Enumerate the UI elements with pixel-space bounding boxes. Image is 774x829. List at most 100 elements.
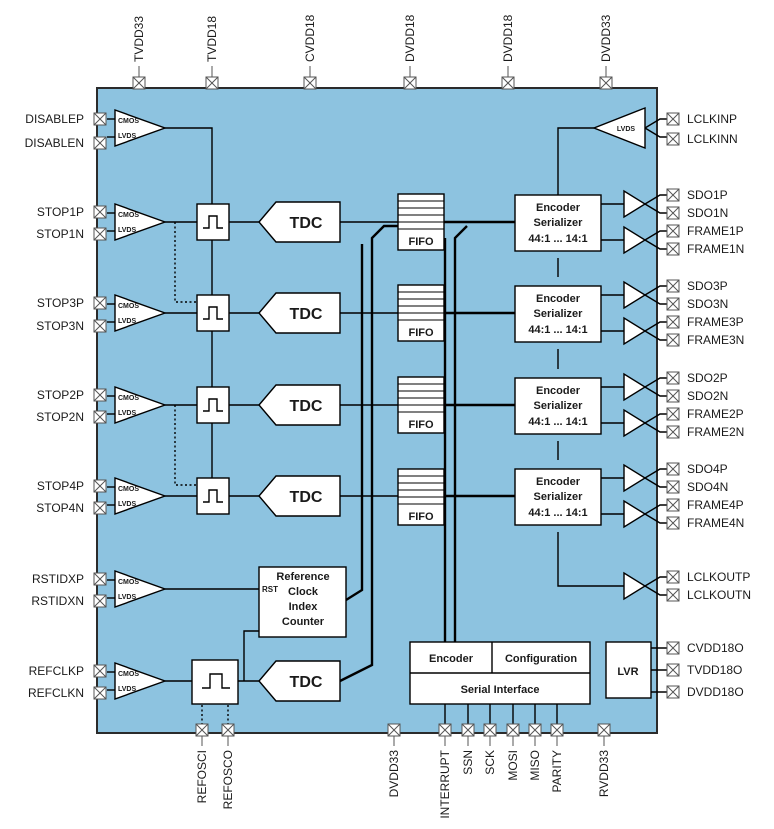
pad-rstidxp	[93, 572, 107, 586]
tdc-label: TDC	[290, 215, 323, 232]
output-buffer-6	[623, 463, 647, 493]
pad-bottom-3	[438, 723, 452, 737]
counter-label-3: Counter	[282, 616, 325, 628]
pin-label-disablen: DISABLEN	[25, 136, 84, 150]
buffer-lvds-label: LVDS	[118, 594, 136, 601]
pad-bottom-6	[506, 723, 520, 737]
pin-label-lclkinn: LCLKINN	[687, 132, 738, 146]
lclkin-lvds-label: LVDS	[617, 126, 635, 133]
pad-tvdd18o	[666, 663, 680, 677]
buffer-lvds-label: LVDS	[118, 410, 136, 417]
pad-lclkoutp	[666, 570, 680, 584]
tdc-label: TDC	[290, 306, 323, 323]
pad-top-4	[501, 76, 515, 90]
pad-bottom-8	[550, 723, 564, 737]
tdc-block-2: TDC	[258, 384, 341, 426]
pad-frame4p	[666, 498, 680, 512]
pad-top-1	[205, 76, 219, 90]
fifo-block-3: FIFO	[397, 468, 445, 526]
pin-label-stop1n: STOP1N	[36, 227, 84, 241]
ratio-label: 44:1 ... 14:1	[528, 324, 587, 336]
pin-label-stop3n: STOP3N	[36, 319, 84, 333]
pin-label-sdo4p: SDO4P	[687, 462, 728, 476]
pin-label-stop2p: STOP2P	[37, 388, 84, 402]
pulse-block-3	[196, 477, 230, 515]
pad-refclkn	[93, 686, 107, 700]
pin-label-lclkoutp: LCLKOUTP	[687, 570, 750, 584]
pin-label-bottom-9: RVDD33	[597, 750, 611, 797]
pad-bottom-1	[221, 723, 235, 737]
pin-label-bottom-4: SSN	[461, 750, 475, 775]
pads	[93, 66, 680, 746]
pin-label-sdo2n: SDO2N	[687, 389, 728, 403]
pin-label-sdo1n: SDO1N	[687, 206, 728, 220]
pad-frame2n	[666, 425, 680, 439]
pulse-block-2	[196, 386, 230, 424]
pin-label-frame3p: FRAME3P	[687, 315, 744, 329]
pad-stop4p	[93, 479, 107, 493]
encoder-label: Encoder	[536, 385, 581, 397]
pad-lclkinp	[666, 112, 680, 126]
fifo-label: FIFO	[408, 327, 433, 339]
pin-label-bottom-8: PARITY	[550, 750, 564, 792]
output-buffer-0	[623, 189, 647, 219]
pad-bottom-4	[461, 723, 475, 737]
pin-label-bottom-7: MISO	[528, 750, 542, 781]
pin-label-sdo1p: SDO1P	[687, 188, 728, 202]
pin-label-frame3n: FRAME3N	[687, 333, 744, 347]
pad-frame4n	[666, 516, 680, 530]
pin-label-lclkinp: LCLKINP	[687, 112, 737, 126]
pin-label-bottom-3: INTERRUPT	[438, 749, 452, 818]
buffer-cmos-label: CMOS	[118, 395, 139, 402]
input-buffer-3: CMOS LVDS	[107, 386, 168, 424]
wiring	[165, 118, 673, 724]
pad-frame3n	[666, 333, 680, 347]
pad-top-2	[303, 76, 317, 90]
pin-label-lclkoutn: LCLKOUTN	[687, 588, 751, 602]
fifo-block-0: FIFO	[397, 193, 445, 251]
output-buffer-5	[623, 408, 647, 438]
lclkin-buffer: LVDS	[592, 106, 646, 150]
tdc-block-0: TDC	[258, 201, 341, 243]
pin-label-cvdd18o: CVDD18O	[687, 641, 744, 655]
pad-refclkp	[93, 664, 107, 678]
pin-label-top-5: DVDD33	[599, 14, 613, 62]
pad-frame1p	[666, 224, 680, 238]
pad-disablep	[93, 112, 107, 126]
pin-label-stop4n: STOP4N	[36, 501, 84, 515]
pad-stop2n	[93, 410, 107, 424]
pin-label-stop2n: STOP2N	[36, 410, 84, 424]
counter-label-2: Index	[289, 601, 319, 613]
pin-label-refclkn: REFCLKN	[28, 686, 84, 700]
pin-label-bottom-6: MOSI	[506, 750, 520, 781]
pin-label-disablep: DISABLEP	[25, 112, 84, 126]
pin-label-refclkp: REFCLKP	[29, 664, 84, 678]
ratio-label: 44:1 ... 14:1	[528, 416, 587, 428]
tdc-block-3: TDC	[258, 475, 341, 517]
pin-label-sdo3p: SDO3P	[687, 279, 728, 293]
serializer-label: Serializer	[534, 491, 584, 503]
pin-label-bottom-0: REFOSCI	[195, 750, 209, 803]
pin-label-stop3p: STOP3P	[37, 296, 84, 310]
encoder-label: Encoder	[536, 293, 581, 305]
serializer-label: Serializer	[534, 400, 584, 412]
pin-label-top-4: DVDD18	[501, 14, 515, 62]
blocks: CMOSLVDSCMOSLVDSCMOSLVDSCMOSLVDSCMOSLVDS…	[107, 106, 652, 705]
pad-rstidxn	[93, 594, 107, 608]
pin-label-rstidxn: RSTIDXN	[31, 594, 84, 608]
pad-stop4n	[93, 501, 107, 515]
configuration-label: Configuration	[505, 653, 577, 665]
pin-label-top-1: TVDD18	[205, 16, 219, 62]
tdc-label: TDC	[290, 398, 323, 415]
pad-top-0	[132, 76, 146, 90]
tdc-label: TDC	[290, 489, 323, 506]
